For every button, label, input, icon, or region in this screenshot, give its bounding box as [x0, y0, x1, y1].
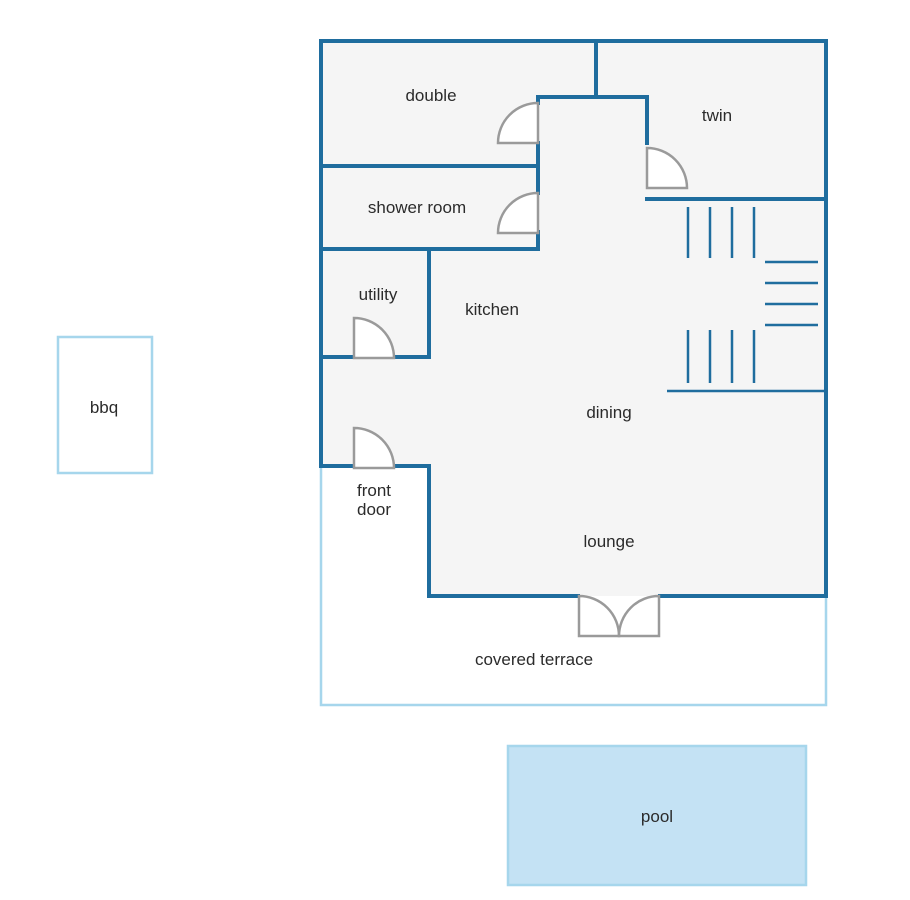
door-utility: [352, 316, 396, 360]
label-pool: pool: [641, 807, 673, 826]
label-dining: dining: [586, 403, 631, 422]
label-front-door-line2: door: [357, 500, 391, 519]
label-shower-room: shower room: [368, 198, 466, 217]
label-utility: utility: [359, 285, 398, 304]
exterior-wall: [319, 39, 828, 598]
stairs: [686, 207, 818, 383]
door-twin: [645, 146, 689, 190]
door-shower-room: [496, 191, 540, 235]
house-floor: [321, 41, 826, 596]
terrace-french-doors: [577, 594, 661, 638]
wall-utility: [395, 247, 431, 359]
door-double: [496, 101, 540, 145]
label-twin: twin: [702, 106, 732, 125]
bbq-area: [56, 335, 154, 475]
entrance-wall: [395, 464, 431, 598]
wall-hall-top: [536, 95, 649, 145]
label-bbq: bbq: [90, 398, 118, 417]
label-lounge: lounge: [583, 532, 634, 551]
label-front-door-line1: front: [357, 481, 391, 500]
front-door: [352, 426, 396, 470]
covered-terrace-outline: [319, 466, 828, 707]
pool: [506, 744, 808, 887]
label-double: double: [405, 86, 456, 105]
label-kitchen: kitchen: [465, 300, 519, 319]
label-covered-terrace: covered terrace: [475, 650, 593, 669]
